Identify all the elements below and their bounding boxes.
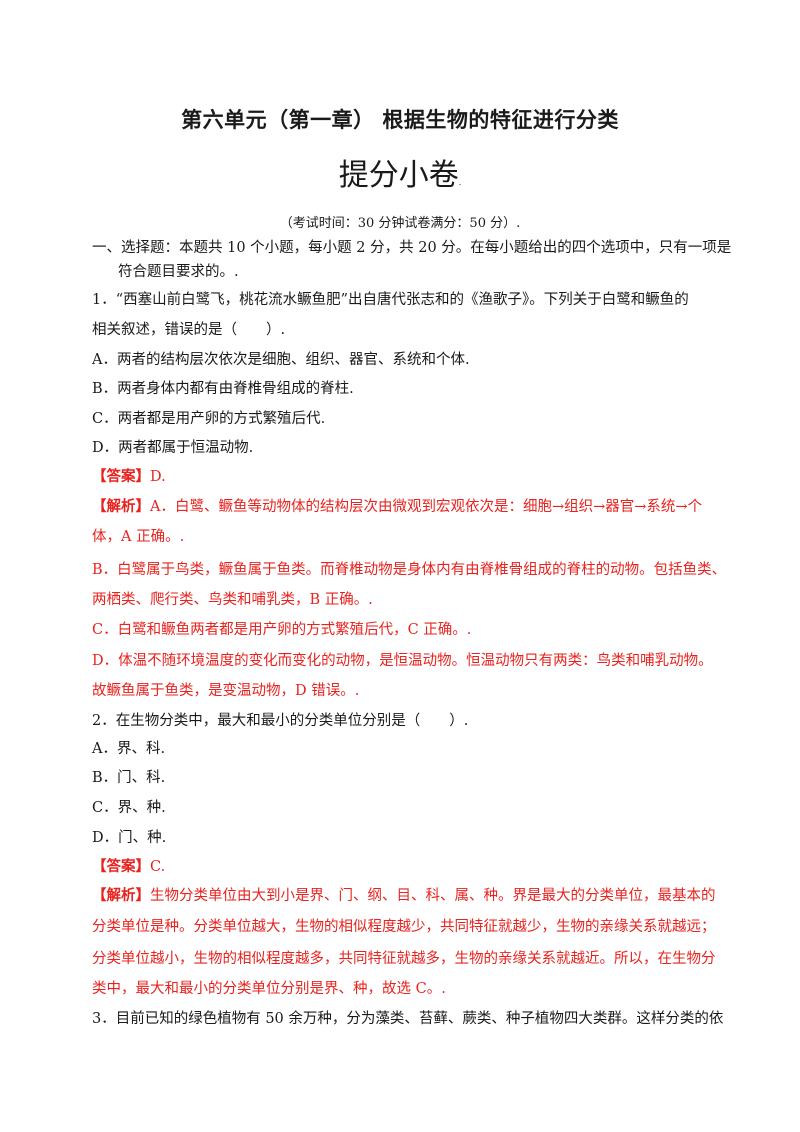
- exam-info: （考试时间：30 分钟试卷满分：50 分）.: [279, 216, 521, 231]
- q2-option-c: C．界、种.: [92, 800, 166, 816]
- q1-analysis-line6: D．体温不随环境温度的变化而变化的动物，是恒温动物。恒温动物只有两类：鸟类和哺乳…: [92, 653, 713, 669]
- q2-option-d: D．门、种.: [92, 830, 167, 846]
- subtitle-text: 提分小卷: [338, 158, 459, 193]
- q1-answer-value: D.: [150, 469, 166, 485]
- q1-option-d: D．两者都属于恒温动物.: [92, 440, 254, 456]
- q1-analysis-line4: 两栖类、爬行类、鸟类和哺乳类，B 正确。.: [92, 592, 373, 608]
- q2-option-a: A．界、科.: [92, 741, 166, 757]
- q1-analysis-line2: 体，A 正确。.: [92, 529, 185, 545]
- q2-answer-value: C.: [150, 859, 166, 875]
- page-subtitle: 提分小卷.: [0, 150, 800, 194]
- q1-analysis-line1: 【解析】A．白鹭、鳜鱼等动物体的结构层次由微观到宏观依次是：细胞→组织→器官→系…: [92, 497, 702, 517]
- q2-analysis-tag: 【解析】: [92, 887, 150, 904]
- q1-option-a: A．两者的结构层次依次是细胞、组织、器官、系统和个体.: [92, 352, 470, 368]
- q2-stem: 2．在生物分类中，最大和最小的分类单位分别是（ ）.: [92, 713, 469, 729]
- page-title: 第六单元（第一章） 根据生物的特征进行分类: [181, 107, 619, 132]
- q1-stem-line2: 相关叙述，错误的是（ ）.: [92, 322, 286, 338]
- q1-option-c: C．两者都是用产卵的方式繁殖后代.: [92, 411, 326, 427]
- q2-analysis-line1: 【解析】生物分类单位由大到小是界、门、纲、目、科、属、种。界是最大的分类单位，最…: [92, 886, 716, 906]
- q2-answer: 【答案】C.: [92, 857, 165, 877]
- q1-option-b: B．两者身体内都有由脊椎骨组成的脊柱.: [92, 381, 354, 397]
- q1-analysis-line5: C．白鹭和鳜鱼两者都是用产卵的方式繁殖后代，C 正确。.: [92, 622, 472, 638]
- q1-analysis-tag: 【解析】: [92, 498, 150, 515]
- q1-stem-line1: 1．“西塞山前白鹭飞，桃花流水鳜鱼肥”出自唐代张志和的《渔歌子》。下列关于白鹭和…: [92, 292, 689, 308]
- q1-analysis-text1: A．白鹭、鳜鱼等动物体的结构层次由微观到宏观依次是：细胞→组织→器官→系统→个: [150, 499, 703, 515]
- q2-analysis-line3: 分类单位越小，生物的相似程度越多，共同特征就越多，生物的亲缘关系就越近。所以，在…: [92, 951, 716, 967]
- q1-answer: 【答案】D.: [92, 467, 166, 487]
- q2-answer-tag: 【答案】: [92, 858, 150, 875]
- q2-analysis-line4: 类中，最大和最小的分类单位分别是界、种，故选 C。.: [92, 981, 446, 997]
- q2-analysis-text1: 生物分类单位由大到小是界、门、纲、目、科、属、种。界是最大的分类单位，最基本的: [150, 888, 716, 904]
- q1-answer-tag: 【答案】: [92, 468, 150, 485]
- q2-analysis-line2: 分类单位是种。分类单位越大，生物的相似程度越少，共同特征就越少，生物的亲缘关系就…: [92, 919, 716, 935]
- q3-stem-line1: 3．目前已知的绿色植物有 50 余万种，分为藻类、苔藓、蕨类、种子植物四大类群。…: [92, 1011, 724, 1027]
- subtitle-mark: .: [458, 178, 462, 187]
- q2-option-b: B．门、科.: [92, 770, 166, 786]
- section-heading-line1: 一、选择题：本题共 10 个小题，每小题 2 分，共 20 分。在每小题给出的四…: [92, 240, 732, 256]
- q1-analysis-line3: B．白鹭属于鸟类，鳜鱼属于鱼类。而脊椎动物是身体内有由脊椎骨组成的脊柱的动物。包…: [92, 562, 727, 578]
- section-heading-line2: 符合题目要求的。.: [118, 264, 239, 280]
- q1-analysis-line7: 故鳜鱼属于鱼类，是变温动物，D 错误。.: [92, 683, 360, 699]
